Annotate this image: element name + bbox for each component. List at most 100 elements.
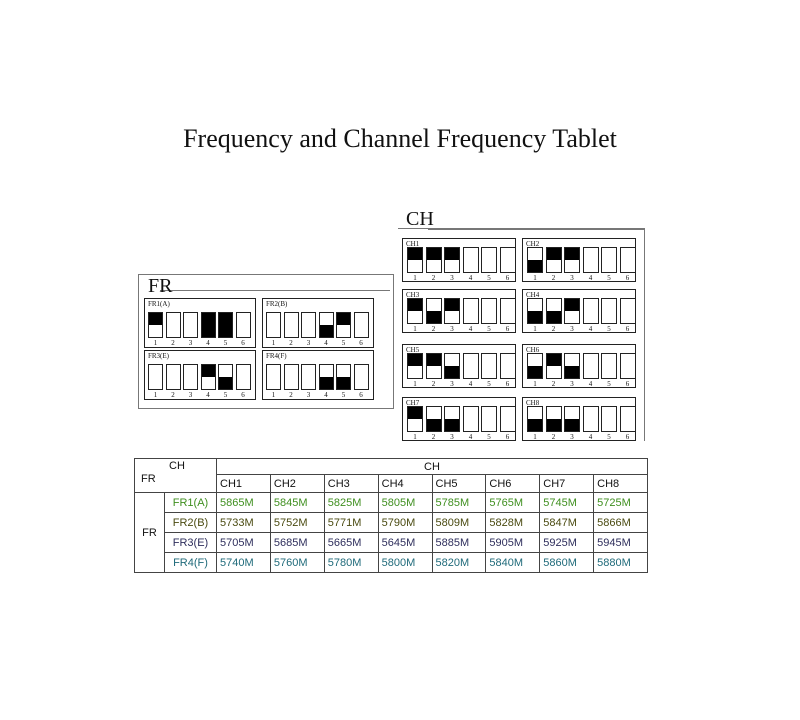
dip-slot-1 — [527, 247, 543, 273]
frequency-cell: 5740M — [216, 552, 271, 573]
dip-slot-1 — [407, 406, 423, 432]
dip-slot-3 — [183, 312, 198, 338]
dip-slot-6 — [353, 312, 369, 338]
dip-slot-1 — [407, 298, 423, 324]
dip-lever-down — [565, 366, 579, 378]
dip-slot-number: 3 — [450, 380, 454, 388]
dip-slot-4 — [462, 298, 479, 324]
dip-slot-number: 2 — [431, 380, 436, 388]
dip-lever-down — [426, 419, 441, 431]
dip-slot-1 — [527, 298, 543, 324]
dip-lever-down — [528, 419, 542, 431]
dip-slot-number: 6 — [505, 325, 510, 333]
dip-slot-6 — [499, 406, 516, 432]
dip-slot-number: 1 — [271, 339, 276, 347]
dip-slot-5 — [601, 247, 617, 273]
dip-slot-number: 4 — [206, 391, 210, 399]
column-header-ch1: CH1 — [216, 474, 271, 493]
dip-slot-3 — [444, 353, 460, 379]
dip-switch-name: FR1(A) — [148, 300, 170, 308]
dip-switch-name: CH1 — [406, 240, 420, 248]
dip-slot-5 — [481, 298, 497, 324]
dip-switch-name: CH4 — [526, 291, 540, 299]
ch-group-header: CH — [216, 458, 648, 475]
dip-slot-number: 6 — [625, 274, 630, 282]
dip-slot-number: 1 — [413, 380, 417, 388]
dip-slot-number: 2 — [431, 433, 436, 441]
dip-lever-up — [445, 299, 459, 311]
frequency-cell: 5733M — [216, 512, 271, 533]
dip-slot-number: 1 — [413, 325, 417, 333]
dip-slot-number: 2 — [289, 391, 293, 399]
frequency-cell: 5745M — [539, 492, 595, 513]
column-header-ch2: CH2 — [269, 474, 325, 493]
dip-switch-name: CH7 — [406, 399, 420, 407]
frequency-cell: 5705M — [216, 532, 271, 553]
dip-lever-up — [337, 313, 350, 325]
dip-slot-number: 3 — [450, 274, 454, 282]
dip-slot-number: 2 — [171, 339, 175, 347]
dip-slot-2 — [425, 298, 442, 324]
dip-slot-number: 4 — [324, 391, 328, 399]
dip-switch-name: CH5 — [406, 346, 420, 354]
dip-lever-down — [426, 311, 441, 323]
dip-slot-number: 2 — [551, 325, 556, 333]
dip-slot-6 — [353, 364, 369, 390]
dip-lever-down — [528, 366, 542, 378]
dip-slot-4 — [582, 247, 599, 273]
dip-slot-number: 3 — [450, 433, 454, 441]
dip-slot-5 — [218, 364, 233, 390]
frequency-cell: 5809M — [431, 512, 487, 533]
frequency-cell: 5780M — [323, 552, 379, 573]
row-label: FR2(B) — [164, 512, 217, 533]
corner-fr-label: FR — [141, 473, 156, 485]
dip-switch-name: FR3(E) — [148, 352, 169, 360]
dip-slot-number: 5 — [607, 274, 611, 282]
dip-slot-number: 4 — [324, 339, 328, 347]
dip-slot-number: 5 — [487, 274, 491, 282]
frequency-cell: 5945M — [593, 532, 648, 553]
frequency-cell: 5752M — [269, 512, 325, 533]
dip-slot-2 — [425, 406, 442, 432]
dip-slot-2 — [545, 298, 562, 324]
dip-lever-up — [149, 313, 162, 325]
row-label: FR3(E) — [164, 532, 217, 553]
dip-slot-number: 3 — [570, 380, 574, 388]
frequency-cell: 5880M — [593, 552, 648, 573]
frequency-cell: 5925M — [539, 532, 595, 553]
frequency-cell: 5771M — [323, 512, 379, 533]
dip-lever-down — [219, 377, 232, 389]
dip-slot-number: 3 — [570, 325, 574, 333]
dip-slot-2 — [545, 247, 562, 273]
dip-slot-6 — [619, 406, 636, 432]
dip-slot-number: 6 — [625, 433, 630, 441]
dip-slot-1 — [527, 353, 543, 379]
dip-lever-up — [426, 354, 441, 366]
dip-slot-2 — [425, 353, 442, 379]
dip-lever-up — [426, 248, 441, 260]
dip-lever-down — [528, 311, 542, 323]
dip-lever-up — [408, 299, 422, 311]
dip-slot-number: 5 — [607, 433, 611, 441]
dip-slot-number: 6 — [359, 391, 363, 399]
dip-slot-number: 6 — [505, 380, 510, 388]
dip-slot-number: 2 — [431, 325, 436, 333]
dip-slot-number: 4 — [588, 433, 593, 441]
dip-slot-6 — [235, 364, 251, 390]
table-corner-cell: CH FR — [134, 458, 217, 493]
dip-switch-name: CH6 — [526, 346, 540, 354]
dip-slot-6 — [619, 353, 636, 379]
dip-slot-4 — [200, 312, 216, 338]
dip-slot-3 — [183, 364, 198, 390]
dip-slot-1 — [148, 312, 163, 338]
dip-lever-up — [445, 248, 459, 260]
dip-slot-3 — [564, 298, 580, 324]
dip-slot-5 — [481, 353, 497, 379]
